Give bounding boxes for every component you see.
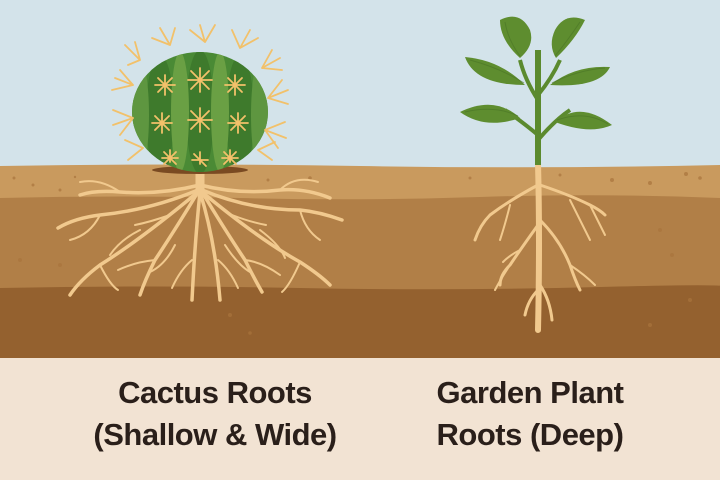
soil-middle-layer [0,195,720,290]
garden-plant [460,16,612,165]
garden-plant-caption-line1: Garden Plant [436,375,624,410]
soil-bottom-layer [0,285,720,358]
cactus-caption-line2: (Shallow & Wide) [93,417,337,452]
cactus-roots [56,167,344,302]
cactus-spines [111,24,289,167]
sky [0,0,720,168]
garden-plant-caption-line2: Roots (Deep) [436,417,624,452]
cactus-caption-line1: Cactus Roots [118,375,312,410]
soil-speckles [12,172,702,335]
caption-panel: Cactus Roots (Shallow & Wide) Garden Pla… [0,358,720,480]
soil-top-layer [0,164,720,200]
cactus-caption: Cactus Roots (Shallow & Wide) [60,372,370,456]
root-comparison-illustration [0,0,720,358]
garden-plant-roots [473,160,607,333]
garden-plant-caption: Garden Plant Roots (Deep) [400,372,660,456]
